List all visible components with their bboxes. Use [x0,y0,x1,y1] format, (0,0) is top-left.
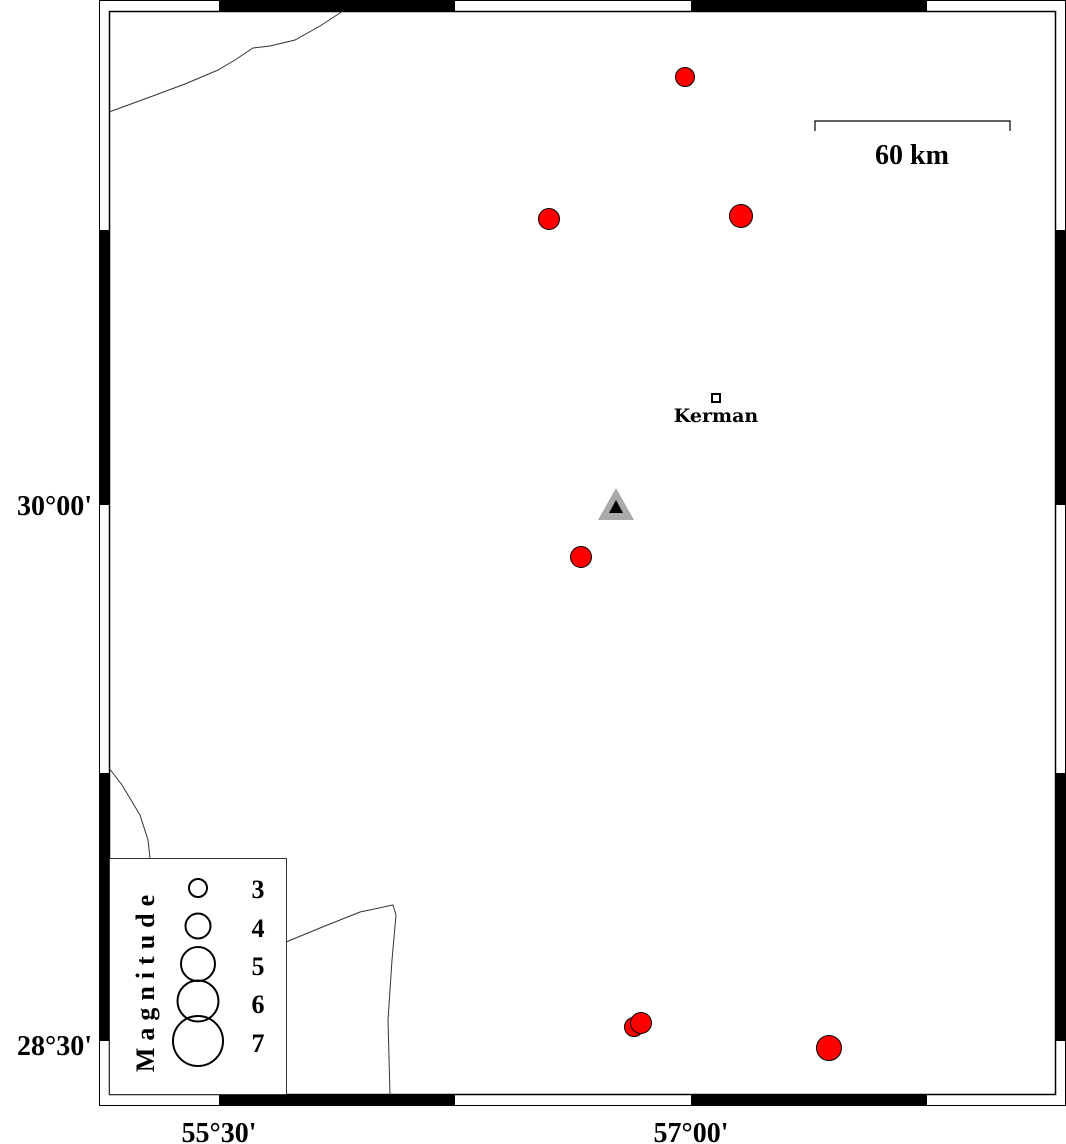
magnitude-legend: Magnitude 3 4 5 6 7 [109,858,287,1095]
city-label: Kerman [674,405,759,427]
event-marker [675,67,695,87]
city-kerman: Kerman [674,393,759,427]
legend-circle-4 [184,912,212,940]
legend-title: Magnitude [131,888,160,1072]
event-marker [538,208,560,230]
event-marker [729,204,753,228]
legend-circle-6 [176,979,220,1023]
earthquake-events [538,67,842,1061]
lon-label: 57°00' [654,1118,729,1144]
event-marker [570,546,592,568]
scale-bar-label: 60 km [875,140,949,171]
legend-label: 3 [252,875,265,904]
lon-label: 55°30' [182,1118,257,1144]
lat-label: 28°30' [17,1031,92,1062]
scale-bar: 60 km [814,120,1011,171]
legend-label: 4 [252,914,265,943]
city-square-icon [711,393,721,403]
legend-label: 5 [252,952,265,981]
legend-label: 6 [252,990,265,1019]
coastlines [108,10,397,1096]
lat-label: 30°00' [17,491,92,522]
station-triangle-icon [598,488,634,520]
legend-circle-7 [172,1015,224,1067]
event-marker [630,1012,652,1034]
event-marker [816,1035,842,1061]
legend-circle-3 [188,878,208,898]
legend-label: 7 [252,1029,265,1058]
